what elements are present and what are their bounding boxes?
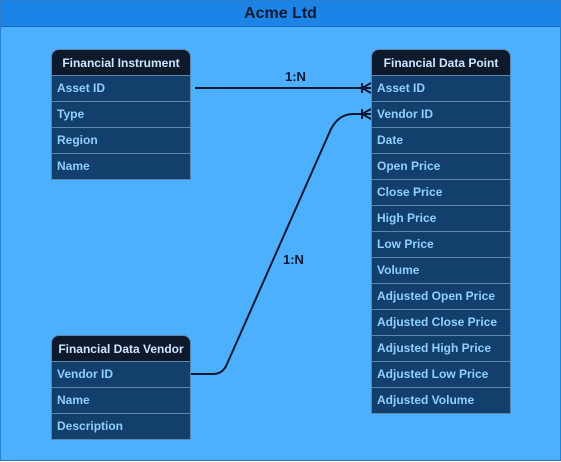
crowfoot-icon: [359, 108, 372, 120]
relationship-label: 1:N: [283, 252, 304, 267]
entity-field[interactable]: High Price: [372, 206, 510, 232]
entity-field[interactable]: Volume: [372, 258, 510, 284]
entity-header[interactable]: Financial Data Point: [372, 50, 510, 76]
entity-field[interactable]: Type: [52, 102, 190, 128]
entity-field[interactable]: Adjusted High Price: [372, 336, 510, 362]
entity-header[interactable]: Financial Instrument: [52, 50, 190, 76]
entity-field[interactable]: Vendor ID: [372, 102, 510, 128]
entity-field[interactable]: Date: [372, 128, 510, 154]
relationship-line-vendor-datapoint: [191, 113, 371, 375]
entity-field[interactable]: Name: [52, 154, 190, 179]
entity-field[interactable]: Name: [52, 388, 190, 414]
entity-header[interactable]: Financial Data Vendor: [52, 336, 190, 362]
entity-financial-data-point[interactable]: Financial Data Point Asset ID Vendor ID …: [371, 49, 511, 414]
entity-field[interactable]: Vendor ID: [52, 362, 190, 388]
entity-field[interactable]: Region: [52, 128, 190, 154]
entity-field[interactable]: Adjusted Low Price: [372, 362, 510, 388]
entity-financial-data-vendor[interactable]: Financial Data Vendor Vendor ID Name Des…: [51, 335, 191, 440]
crowfoot-icon: [359, 82, 372, 94]
entity-field[interactable]: Asset ID: [372, 76, 510, 102]
entity-field[interactable]: Asset ID: [52, 76, 190, 102]
entity-financial-instrument[interactable]: Financial Instrument Asset ID Type Regio…: [51, 49, 191, 180]
entity-field[interactable]: Open Price: [372, 154, 510, 180]
entity-field[interactable]: Low Price: [372, 232, 510, 258]
container-title-bar: Acme Ltd: [1, 1, 560, 27]
entity-field[interactable]: Close Price: [372, 180, 510, 206]
relationship-label: 1:N: [285, 69, 306, 84]
entity-field[interactable]: Adjusted Open Price: [372, 284, 510, 310]
diagram-title: Acme Ltd: [244, 4, 317, 22]
entity-field[interactable]: Adjusted Volume: [372, 388, 510, 413]
entity-field[interactable]: Adjusted Close Price: [372, 310, 510, 336]
entity-field[interactable]: Description: [52, 414, 190, 439]
